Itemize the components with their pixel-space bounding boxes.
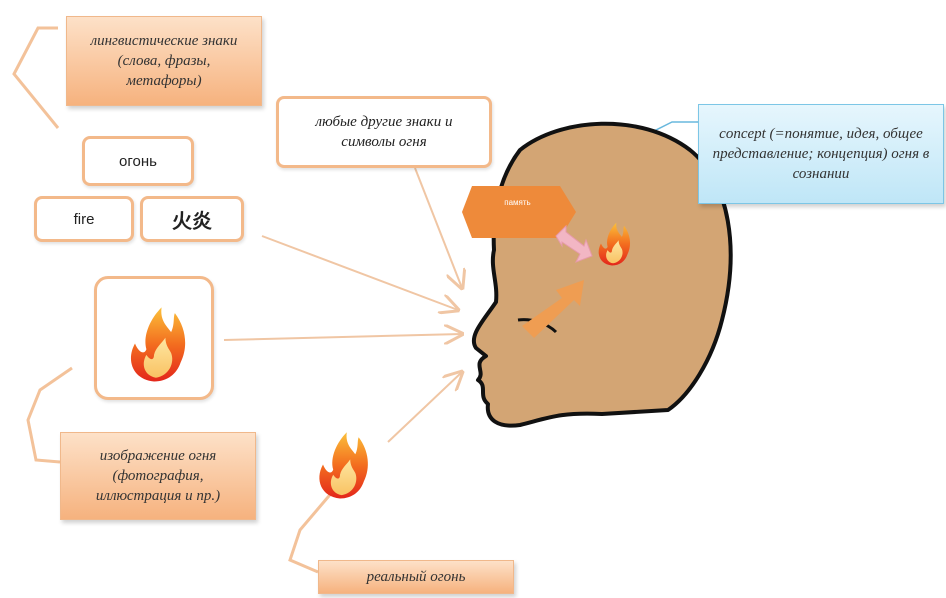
double-arrow [555, 224, 593, 263]
word-en: fire [73, 210, 95, 228]
label-other-signs: любые другие знаки и символы огня [276, 96, 492, 168]
fire-icon [130, 307, 186, 382]
label-linguistic: лингвистические знаки (слова, фразы, мет… [66, 16, 262, 106]
arrow-real-fire [387, 372, 462, 443]
word-zh: 火炎 [172, 210, 212, 233]
word-box-zh: 火炎 [140, 196, 244, 242]
head-silhouette [472, 121, 733, 428]
connector-linguistic [12, 26, 60, 129]
fire-icon-real [319, 432, 368, 499]
word-box-en: fire [34, 196, 134, 242]
connector-real-fire [288, 489, 336, 574]
label-concept: concept (=понятие, идея, общее представл… [698, 104, 944, 204]
word-ru: огонь [119, 152, 157, 170]
label-real-fire: реальный огонь [318, 560, 514, 594]
label-concept-text: concept (=понятие, идея, общее представл… [712, 126, 930, 182]
label-other-signs-text: любые другие знаки и символы огня [315, 114, 453, 150]
connector-image [26, 366, 73, 464]
inner-arrow [522, 280, 584, 338]
label-image: изображение огня (фотография, иллюстраци… [60, 432, 256, 520]
arrow-image [223, 334, 462, 340]
word-box-ru: огонь [82, 136, 194, 186]
label-image-text: изображение огня (фотография, иллюстраци… [95, 448, 221, 504]
memory-label: память [504, 198, 531, 207]
arrow-words [261, 235, 458, 310]
label-linguistic-text: лингвистические знаки (слова, фразы, мет… [90, 33, 238, 89]
fire-icon-image-overlay [130, 307, 186, 382]
label-real-fire-text: реальный огонь [366, 569, 466, 585]
memory-hexagon [462, 186, 576, 238]
arrow-other-signs [414, 167, 462, 288]
